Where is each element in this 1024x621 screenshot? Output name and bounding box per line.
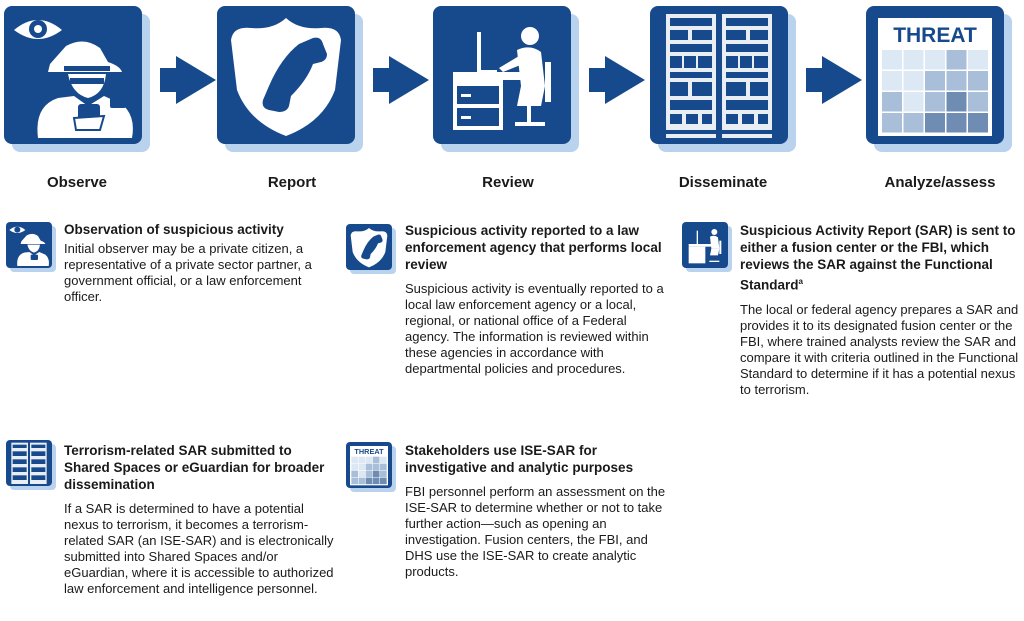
threat-tile	[365, 456, 373, 464]
threat-tile	[380, 470, 387, 478]
threat-tile	[968, 71, 988, 91]
threat-tile	[358, 470, 366, 478]
threat-tile	[372, 456, 380, 464]
threat-tile	[365, 463, 373, 471]
desc-disseminate-title: Terrorism-related SAR submitted to Share…	[64, 443, 325, 492]
observer-eye-icon	[4, 6, 142, 144]
desc-analyze-title: Stakeholders use ISE-SAR for investigati…	[405, 443, 634, 475]
desc-observe: Observation of suspicious activity Initi…	[64, 221, 338, 305]
threat-tile	[946, 50, 967, 70]
mini-desk-worker-icon	[682, 222, 732, 272]
desc-observe-body: Initial observer may be a private citize…	[64, 241, 312, 304]
threat-tile	[380, 477, 387, 485]
threat-tile	[925, 92, 945, 112]
step-label-report: Report	[267, 174, 317, 191]
threat-tile	[903, 113, 924, 133]
threat-tile	[380, 456, 387, 464]
desc-report: Suspicious activity reported to a law en…	[405, 222, 665, 377]
threat-tile	[358, 477, 366, 485]
threat-tile	[903, 92, 924, 112]
threat-tile	[365, 477, 373, 485]
threat-tile	[925, 50, 945, 70]
step-disseminate	[650, 6, 796, 152]
desc-report-body: Suspicious activity is eventually report…	[405, 281, 664, 376]
threat-tile	[351, 456, 358, 464]
flow-arrow-3	[605, 56, 645, 104]
threat-tile	[946, 113, 967, 133]
desk-worker-icon	[433, 6, 571, 144]
threat-tile	[351, 477, 358, 485]
mini-observer-icon	[6, 222, 56, 272]
desc-review-title-text: Suspicious Activity Report (SAR) is sent…	[740, 223, 1016, 293]
desc-analyze: Stakeholders use ISE-SAR for investigati…	[405, 442, 669, 580]
threat-tile	[372, 463, 380, 471]
server-rack-icon	[650, 6, 788, 144]
mini-phone-badge-icon	[346, 224, 396, 274]
mini-threat-grid-icon: THREAT	[346, 442, 396, 492]
step-report	[217, 6, 363, 152]
threat-tile	[372, 477, 380, 485]
threat-tile	[358, 463, 366, 471]
footnote-marker: a	[798, 277, 803, 286]
step-label-review: Review	[482, 174, 534, 191]
desc-observe-title: Observation of suspicious activity	[64, 222, 284, 237]
threat-tile	[946, 71, 967, 91]
desc-disseminate: Terrorism-related SAR submitted to Share…	[64, 442, 340, 597]
step-label-observe: Observe	[46, 174, 108, 191]
threat-tile	[903, 71, 924, 91]
threat-tile	[968, 113, 988, 133]
threat-grid-icon: THREAT	[866, 6, 1004, 144]
step-observe	[4, 6, 150, 152]
mini-server-rack-icon	[6, 440, 56, 490]
threat-tile	[925, 113, 945, 133]
desc-review-body: The local or federal agency prepares a S…	[740, 301, 1019, 397]
flow-arrow-4	[822, 56, 862, 104]
threat-tile	[882, 92, 902, 112]
step-label-disseminate: Disseminate	[678, 174, 768, 191]
step-label-analyze: Analyze/assess	[884, 174, 996, 191]
threat-tile	[946, 92, 967, 112]
threat-tile	[968, 92, 988, 112]
threat-tile	[351, 463, 358, 471]
threat-label: THREAT	[893, 24, 977, 47]
desc-report-title: Suspicious activity reported to a law en…	[405, 223, 662, 272]
threat-tile	[968, 50, 988, 70]
threat-tile	[882, 113, 902, 133]
step-analyze: THREAT	[866, 6, 1012, 152]
desc-review: Suspicious Activity Report (SAR) is sent…	[740, 222, 1020, 398]
step-review	[433, 6, 579, 152]
desc-disseminate-body: If a SAR is determined to have a potenti…	[64, 501, 334, 596]
desc-analyze-body: FBI personnel perform an assessment on t…	[405, 484, 666, 579]
threat-tile	[925, 71, 945, 91]
desc-review-title: Suspicious Activity Report (SAR) is sent…	[740, 222, 1020, 294]
threat-tile	[882, 71, 902, 91]
threat-tile	[882, 50, 902, 70]
threat-tile	[351, 470, 358, 478]
threat-tile	[372, 470, 380, 478]
threat-tile	[365, 470, 373, 478]
threat-mini-label: THREAT	[354, 447, 384, 456]
threat-tile	[358, 456, 366, 464]
phone-badge-icon	[217, 6, 355, 144]
threat-tile	[380, 463, 387, 471]
threat-tile	[903, 50, 924, 70]
flow-arrow-1	[176, 56, 216, 104]
flow-arrow-2	[389, 56, 429, 104]
